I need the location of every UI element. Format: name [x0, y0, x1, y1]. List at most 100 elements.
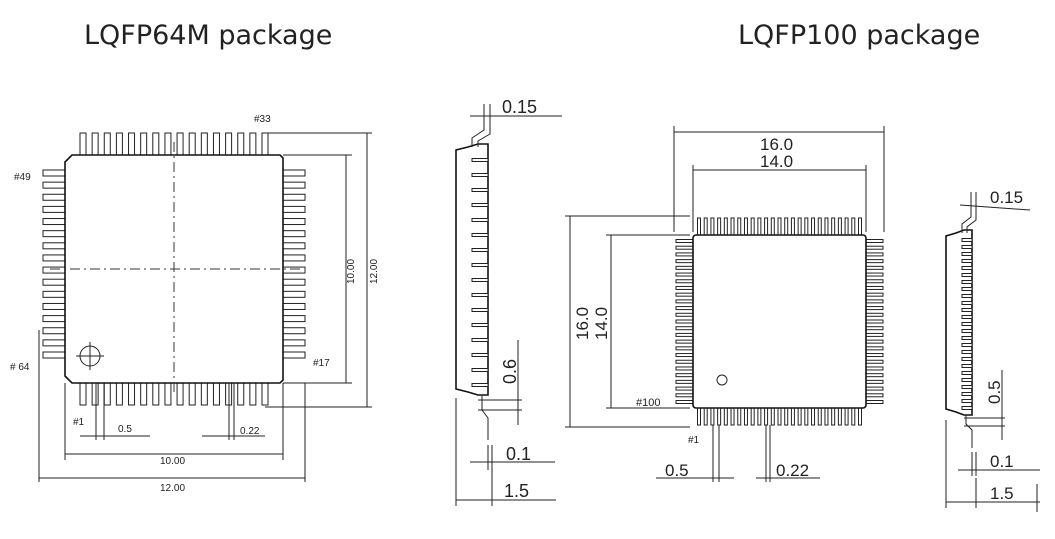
- lqfp100-pins-right: [865, 239, 884, 404]
- pin: [282, 278, 306, 286]
- pin: [737, 217, 742, 236]
- pin: [865, 393, 884, 398]
- pin: [865, 306, 884, 311]
- pin: [675, 346, 694, 351]
- pin: [140, 132, 148, 156]
- side-lead: [471, 338, 489, 342]
- lqfp64-side-body: [455, 143, 489, 396]
- lqfp64-lead-width: 0.22: [240, 426, 260, 437]
- pin: [764, 217, 769, 236]
- lqfp64-side-leads: [471, 158, 489, 387]
- lqfp100-title: LQFP100 package: [738, 20, 980, 51]
- pin33-label: #33: [254, 114, 271, 125]
- pin: [282, 230, 306, 238]
- pin: [865, 373, 884, 378]
- pin: [675, 239, 694, 243]
- pin: [91, 382, 99, 406]
- pin: [282, 205, 306, 213]
- pin: [757, 217, 762, 236]
- lqfp100-total-width: 16.0: [760, 135, 793, 154]
- pin: [675, 366, 694, 371]
- pin17-label: #17: [313, 358, 330, 369]
- lqfp100-lead-thickness: 0.15: [990, 188, 1023, 207]
- side-lead: [961, 371, 973, 375]
- pin: [865, 312, 884, 317]
- side-lead: [961, 378, 973, 382]
- pin1-label: #1: [73, 417, 85, 428]
- pin: [831, 407, 836, 426]
- pin: [249, 132, 257, 156]
- pin: [675, 359, 694, 364]
- pin: [675, 386, 694, 391]
- side-lead: [961, 350, 973, 354]
- pin: [723, 407, 728, 426]
- lqfp100-pins-top: [697, 217, 862, 236]
- pin: [717, 407, 722, 426]
- pin: [675, 259, 694, 264]
- lqfp64-total-width: 12.00: [160, 483, 185, 494]
- side-lead: [471, 248, 489, 252]
- pin: [200, 382, 208, 406]
- side-lead: [961, 301, 973, 305]
- lqfp64-side-view: 0.15 0.6 0.1 1.5: [455, 97, 562, 506]
- pin: [115, 382, 123, 406]
- lqfp100-side-leads: [961, 238, 973, 410]
- pin: [282, 266, 306, 274]
- lqfp100-body-width: 14.0: [760, 152, 793, 171]
- pin: [743, 217, 748, 236]
- pin: [865, 299, 884, 304]
- pin: [42, 327, 66, 335]
- pin: [225, 132, 233, 156]
- pin: [42, 254, 66, 262]
- pin: [790, 217, 795, 236]
- pin: [851, 217, 856, 236]
- side-lead: [471, 173, 489, 177]
- side-lead: [471, 188, 489, 192]
- pin: [282, 339, 306, 347]
- pin: [261, 382, 269, 406]
- pin: [200, 132, 208, 156]
- side-lead: [471, 293, 489, 297]
- pin: [837, 407, 842, 426]
- pin: [865, 265, 884, 270]
- pin: [282, 242, 306, 250]
- pin: [697, 407, 701, 426]
- pin: [115, 132, 123, 156]
- pin: [710, 407, 715, 426]
- pin: [797, 407, 802, 426]
- pin: [675, 299, 694, 304]
- pin: [811, 407, 816, 426]
- pin: [282, 290, 306, 298]
- pin: [817, 407, 822, 426]
- pin: [152, 382, 160, 406]
- pin: [79, 132, 87, 156]
- side-lead: [961, 399, 973, 403]
- pin: [790, 407, 795, 426]
- pin: [824, 217, 829, 236]
- side-lead: [961, 238, 973, 242]
- lqfp64-total-height: 12.00: [369, 259, 380, 284]
- lqfp100-height: 1.5: [990, 484, 1014, 503]
- pin: [865, 400, 884, 404]
- pin: [282, 351, 306, 359]
- side-lead: [961, 329, 973, 333]
- pin: [844, 217, 849, 236]
- pin: [784, 217, 789, 236]
- pin: [675, 332, 694, 337]
- pin: [865, 353, 884, 358]
- pin: [757, 407, 762, 426]
- pin: [42, 339, 66, 347]
- lqfp100-standoff: 0.1: [990, 452, 1014, 471]
- side-lead: [961, 322, 973, 326]
- side-lead: [961, 294, 973, 298]
- lqfp100-top-view: #100 #1 16.0 14.0 16.0 14.0 0.5 0.22: [565, 126, 885, 482]
- lqfp100-side-view: 0.15 0.5 0.1 1.5: [945, 188, 1040, 512]
- pin: [858, 217, 862, 236]
- pin: [844, 407, 849, 426]
- side-lead: [961, 406, 973, 410]
- pin: [743, 407, 748, 426]
- pin: [797, 217, 802, 236]
- pin: [282, 254, 306, 262]
- pin: [675, 285, 694, 290]
- pin: [42, 351, 66, 359]
